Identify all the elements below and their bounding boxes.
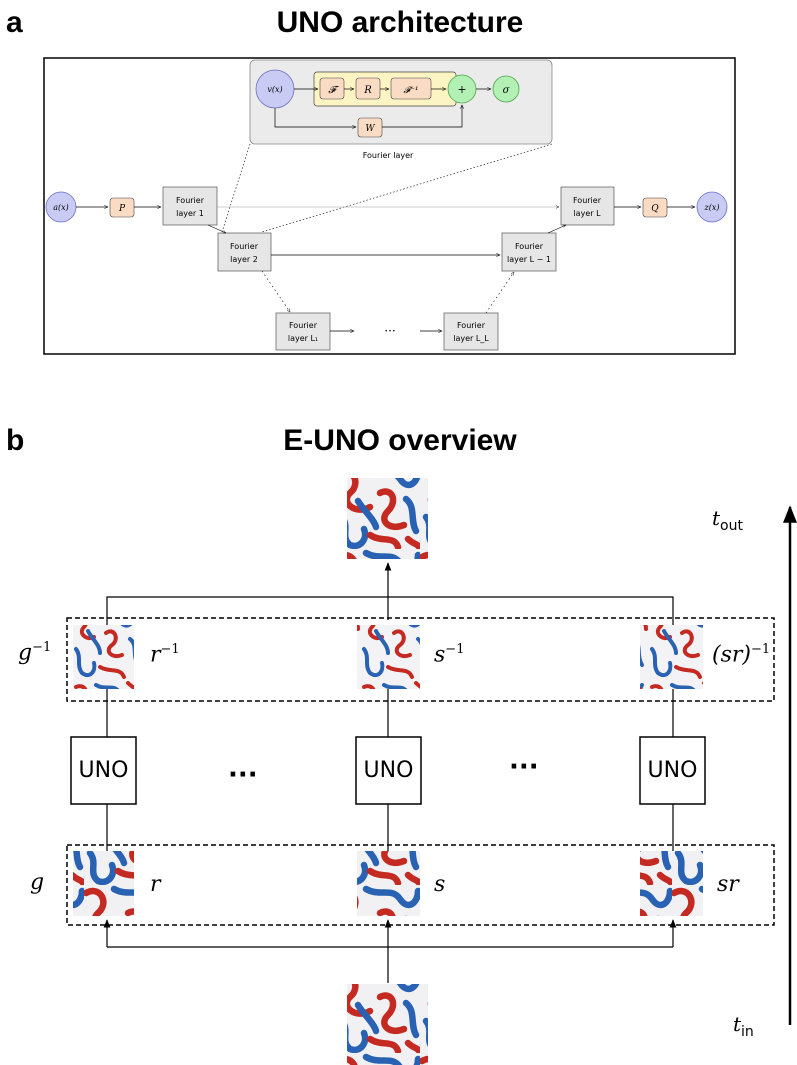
bottom-field-sr <box>640 851 703 916</box>
z-output-node <box>696 191 728 223</box>
fourier-layer-l-word: Fourier <box>573 196 602 205</box>
fourier-layer-l <box>560 186 615 226</box>
p-lift-label: P <box>118 204 126 214</box>
bottom-field-r <box>73 851 134 916</box>
sigma-label: σ <box>503 85 511 96</box>
input-field-image <box>347 984 428 1065</box>
e-uno-overview-diagram <box>66 478 797 1065</box>
sr-label: sr <box>717 872 739 897</box>
r-inverse-label: r−1 <box>150 642 180 668</box>
fourier-layer-l1-word: Fourier <box>289 321 318 330</box>
panel-a-letter: a <box>6 6 23 39</box>
uno-box-1 <box>70 736 137 805</box>
r-label: r <box>150 872 161 897</box>
r-weight-label: R <box>363 85 372 96</box>
p-lift-box <box>109 197 135 218</box>
fourier-layer-caption: Fourier layer <box>363 151 414 160</box>
fourier-layer-lminus1 <box>501 232 557 272</box>
uno-label-3: UNO <box>647 758 698 783</box>
group-inverse-label: g−1 <box>18 640 52 666</box>
top-field-sr-inv <box>640 625 703 689</box>
group-label: g <box>30 870 45 895</box>
bottom-group-box <box>66 844 775 926</box>
fourier-layer-1-label: layer 1 <box>176 209 204 218</box>
top-group-box <box>66 617 775 702</box>
v-input-label: v(x) <box>267 85 282 94</box>
top-field-r-inv <box>73 625 134 689</box>
inverse-fourier-box <box>390 77 432 100</box>
inverse-fourier-label: 𝓕⁻¹ <box>403 86 418 96</box>
sum-label: + <box>457 83 466 96</box>
r-weight-box <box>355 77 381 100</box>
output-field-image <box>347 478 428 559</box>
s-inverse-label: s−1 <box>434 642 465 668</box>
bottom-field-s <box>357 851 420 916</box>
a-input-label: a(x) <box>53 203 69 212</box>
q-project-box <box>642 197 668 218</box>
w-bypass-label: W <box>365 124 375 134</box>
z-output-label: z(x) <box>704 203 720 212</box>
fourier-layer-ll-word: Fourier <box>457 321 486 330</box>
uno-architecture-diagram: v(x) 𝓕 R 𝓕⁻¹ + σ W Fourier layer a(x) P … <box>43 57 736 355</box>
q-project-label: Q <box>651 204 659 214</box>
fourier-transform-label: 𝓕 <box>328 85 339 96</box>
t-in-label: tin <box>733 1012 754 1040</box>
fourier-layer-ll <box>443 312 499 351</box>
uno-label-1: UNO <box>78 758 129 783</box>
uno-label-2: UNO <box>363 758 414 783</box>
fourier-layer-lminus1-word: Fourier <box>515 242 544 251</box>
panel-b-letter: b <box>6 424 25 457</box>
s-label: s <box>434 872 446 897</box>
top-field-s-inv <box>357 625 420 689</box>
fourier-layer-lminus1-label: layer L − 1 <box>507 255 551 264</box>
fourier-layer-ll-label: layer L_L <box>453 334 489 343</box>
uno-box-3 <box>639 736 706 805</box>
fourier-layer-2-word: Fourier <box>230 242 259 251</box>
fourier-layer-l1-label: layer L₁ <box>288 334 318 343</box>
fourier-layer-l1 <box>275 312 331 351</box>
fourier-layer-1-word: Fourier <box>176 196 205 205</box>
architecture-frame <box>43 57 736 355</box>
fourier-layer-2 <box>217 232 272 272</box>
fourier-layer-l-label: layer L <box>573 209 601 218</box>
sr-inverse-label: (sr)−1 <box>712 642 771 668</box>
fourier-transform-box <box>319 77 345 100</box>
uno-box-2 <box>355 736 422 805</box>
panel-b-title: E-UNO overview <box>283 424 517 457</box>
sigma-node <box>492 75 520 103</box>
panel-a-title: UNO architecture <box>276 6 524 39</box>
w-bypass-box <box>357 117 383 138</box>
uno-ellipsis-right: ··· <box>509 752 539 782</box>
t-out-label: tout <box>712 506 743 534</box>
fourier-layer-1 <box>162 186 218 226</box>
layer-ellipsis: ··· <box>384 324 395 338</box>
fourier-layer-2-label: layer 2 <box>230 255 258 264</box>
uno-ellipsis-left: ··· <box>228 760 258 790</box>
